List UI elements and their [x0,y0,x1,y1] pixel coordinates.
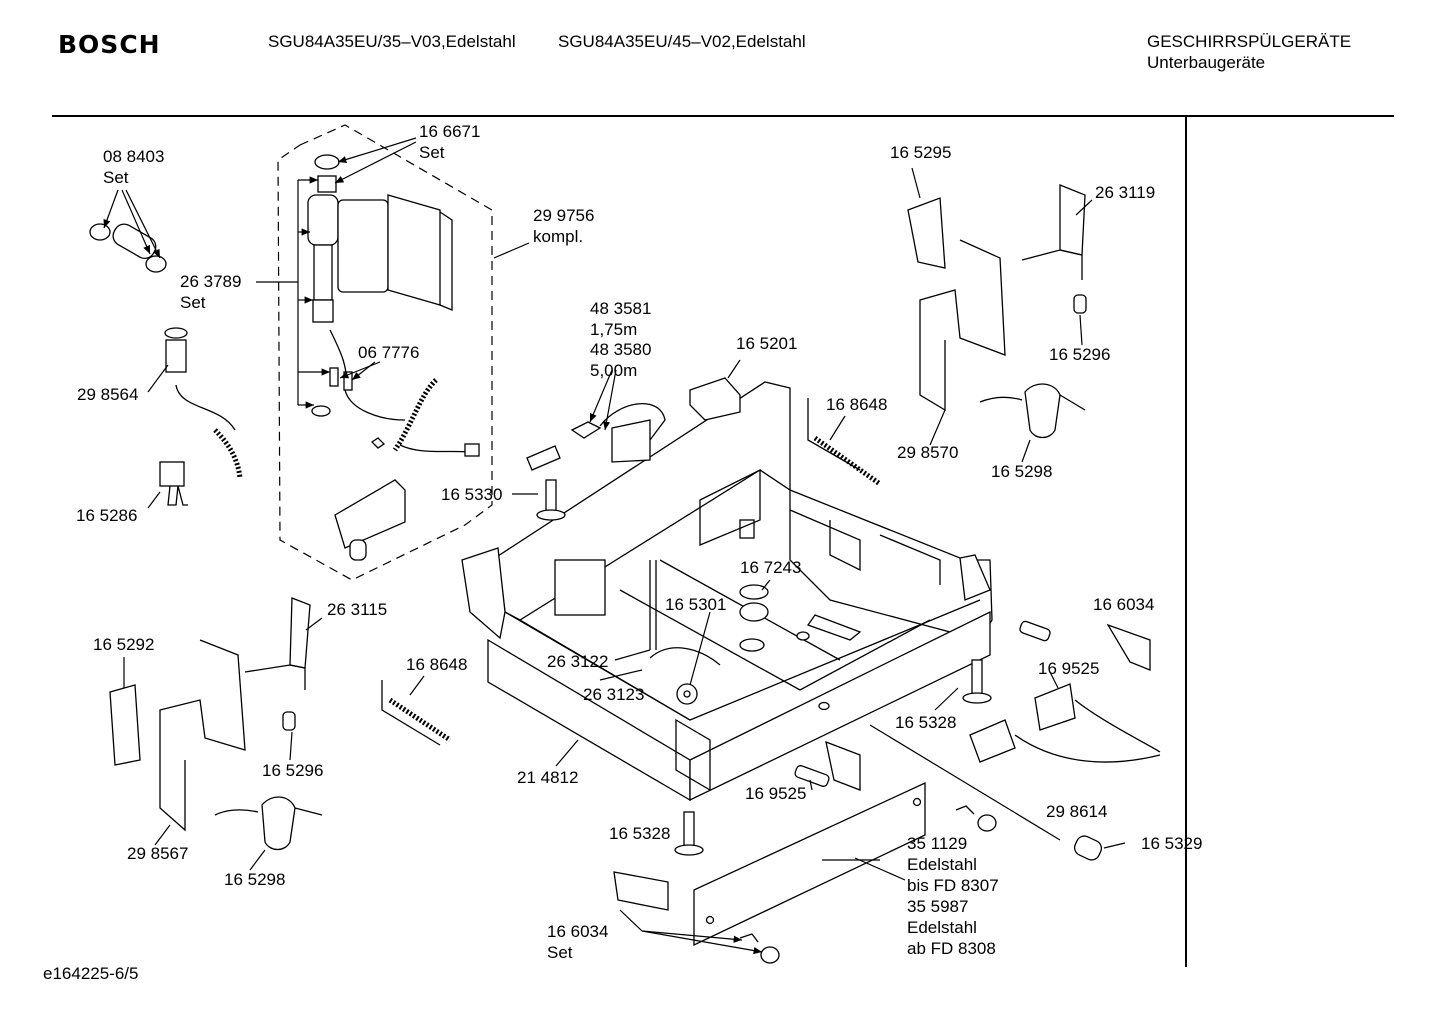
label-168648-right: 16 8648 [826,395,887,414]
subcategory-title: Unterbaugeräte [1147,53,1266,72]
label-165298-right: 16 5298 [991,462,1052,481]
right-bracket-assembly [907,184,1087,439]
front-panel-part [693,781,926,947]
label-214812: 21 4812 [517,768,578,787]
heater-spring-part [381,398,882,746]
label-165330: 16 5330 [441,485,502,504]
header-rule [52,115,1394,117]
switch-part [526,445,566,521]
small-screw-part [739,933,759,943]
label-263122: 26 3122 [547,652,608,671]
label-298567: 29 8567 [127,844,188,863]
label-168648-left: 16 8648 [406,655,467,674]
drain-hose-part [164,327,243,479]
label-298564: 29 8564 [77,385,138,404]
brand-logo: BOSCH [58,30,161,59]
label-263123: 26 3123 [583,685,644,704]
bracket-set-part [613,871,669,911]
label-165201: 16 5201 [736,334,797,353]
left-bracket-assembly [109,597,323,851]
sump-seal-part [739,602,769,622]
label-067776: 06 7776 [358,343,419,362]
cap-part [760,946,780,964]
label-263119: 26 3119 [1095,183,1155,202]
harness-part [649,647,721,666]
bracket-part [825,740,861,791]
label-165296-left: 16 5296 [262,761,323,780]
label-166034-right: 16 6034 [1093,595,1154,614]
label-165296-right: 16 5296 [1049,345,1110,364]
label-169525-right: 16 9525 [1038,659,1099,678]
label-165286: 16 5286 [76,506,137,525]
label-165292: 16 5292 [93,635,154,654]
front-right-parts [869,620,1161,861]
label-298614: 29 8614 [1046,802,1107,821]
model-1: SGU84A35EU/35–V03,Edelstahl [268,32,516,51]
label-165301: 16 5301 [665,595,726,614]
foot-screw-part [674,811,704,856]
drawing-id: e164225-6/5 [43,964,139,983]
leader-lines [103,137,1126,955]
label-165295: 16 5295 [890,143,951,162]
water-inlet-assembly [307,154,480,561]
right-margin-rule [1185,117,1187,967]
label-263115: 26 3115 [327,600,387,619]
connector-part [689,377,741,421]
base-frame-part [461,381,993,805]
label-165328-front: 16 5328 [609,824,670,843]
label-165298-left: 16 5298 [224,870,285,889]
label-167243: 16 7243 [740,558,801,577]
label-169525-front: 16 9525 [745,784,806,803]
label-165328-right: 16 5328 [895,713,956,732]
label-165329: 16 5329 [1141,834,1202,853]
seal-ring-part [739,584,769,600]
clip-part [159,461,188,506]
category-title: GESCHIRRSPÜLGERÄTE [1147,32,1352,51]
label-298570: 29 8570 [897,443,958,462]
mains-cable-part [570,403,666,463]
model-2: SGU84A35EU/45–V02,Edelstahl [558,32,806,51]
